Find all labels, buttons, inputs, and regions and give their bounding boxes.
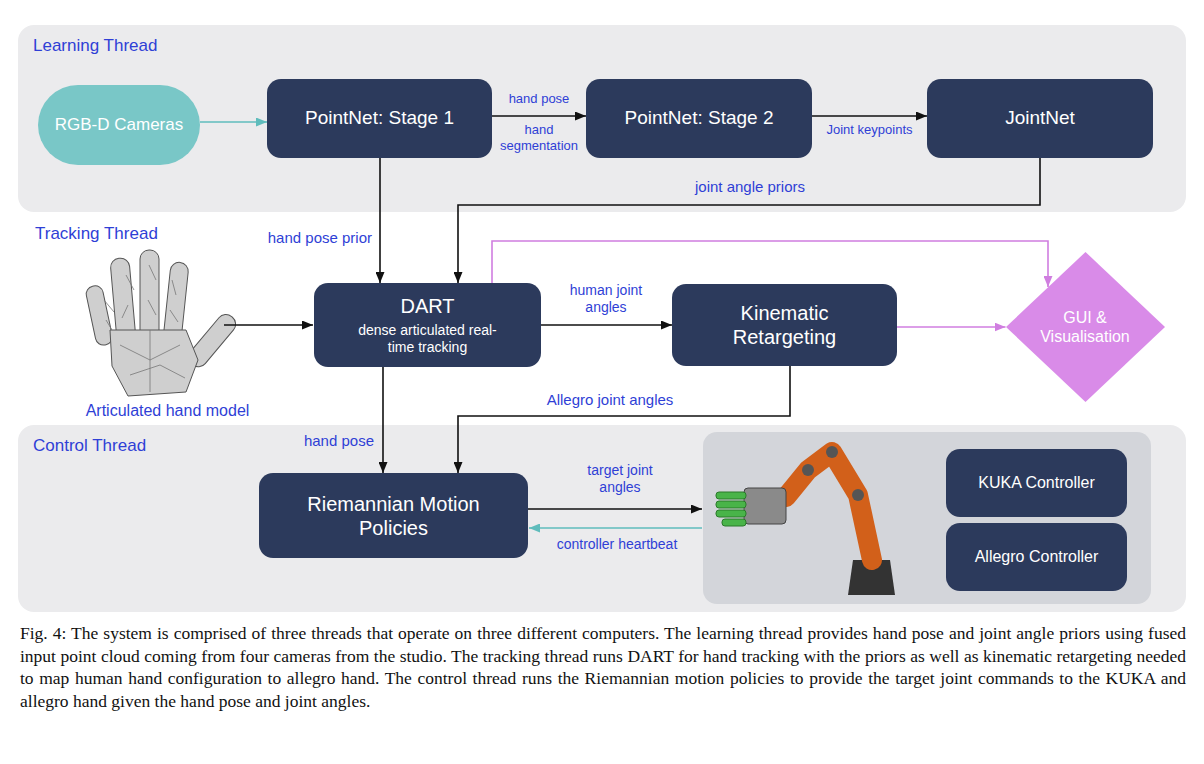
diamond-shape [1006, 252, 1165, 402]
robot-finger [716, 501, 746, 508]
figure-label: Articulated hand model [50, 401, 285, 420]
node-title: KUKA Controller [978, 473, 1095, 492]
process-box: Riemannian Motion Policies [259, 473, 528, 558]
finger-shape [85, 284, 114, 346]
process-box: JointNet [927, 79, 1153, 158]
node-title: RGB-D Cameras [55, 115, 183, 135]
band-fill [18, 25, 1186, 212]
connector-arrow [897, 326, 1006, 328]
robot-finger [722, 519, 746, 526]
sensor-pill: RGB-D Cameras [38, 85, 200, 165]
connector-arrow [492, 241, 1048, 287]
robot-arm [786, 452, 872, 560]
robot-joint [852, 489, 864, 501]
edge-label: target joint angles [565, 462, 675, 496]
edge-label: human joint angles [561, 282, 651, 316]
edge-label: hand pose prior [200, 229, 372, 247]
controller-box: KUKA Controller [946, 449, 1127, 517]
node-title: Allegro Controller [975, 547, 1099, 566]
process-box: PointNet: Stage 2 [586, 79, 812, 158]
mesh-lines [104, 265, 185, 392]
robot-finger [716, 492, 746, 499]
robot-finger [716, 510, 746, 517]
connector-arrow [458, 366, 790, 473]
edge-label: Allegro joint angles [520, 391, 700, 409]
diamond-outline [1006, 252, 1165, 402]
thread-title: Control Thread [33, 436, 146, 456]
robot-joint [802, 464, 814, 476]
thread-band: Control ThreadRiemannian Motion Policies… [18, 425, 1186, 612]
model-arrow [224, 324, 313, 326]
robot-panel [703, 432, 1151, 604]
thread-band: Learning ThreadRGB-D Cameras PointNet: St… [18, 25, 1186, 212]
node-title: JointNet [1005, 107, 1075, 130]
command-arrow [528, 508, 702, 510]
node-title: Riemannian Motion Policies [294, 492, 494, 540]
connector-arrow [492, 115, 586, 117]
node-title: GUI & Visualisation [1028, 308, 1143, 346]
node-title: PointNet: Stage 1 [305, 107, 454, 130]
edge-label: joint angle priors [640, 178, 860, 196]
node-title: DART [400, 294, 454, 318]
process-box: Kinematic Retargeting [672, 284, 897, 366]
hand-model-illustration [85, 250, 240, 396]
process-box: DART dense articulated real-time tracking [314, 283, 541, 367]
node-title: PointNet: Stage 2 [625, 107, 774, 130]
node-title: Kinematic Retargeting [710, 301, 860, 349]
finger-shape [140, 250, 159, 342]
thread-title: Learning Thread [33, 36, 157, 56]
connector-arrow [379, 158, 381, 283]
process-box: PointNet: Stage 1 [267, 79, 492, 158]
node-subtitle: dense articulated real-time tracking [358, 322, 498, 356]
connector-arrow [382, 367, 384, 473]
figure-caption: Fig. 4: The system is comprised of three… [20, 622, 1186, 712]
robot-hand [744, 488, 786, 524]
output-diamond: GUI & Visualisation [1006, 252, 1165, 402]
heartbeat-arrow [529, 527, 702, 529]
connector-arrow [812, 115, 927, 117]
edge-label: hand pose [262, 432, 374, 450]
robot-joint [826, 446, 838, 458]
edge-label: controller heartbeat [527, 536, 707, 553]
edge-label: hand pose [492, 91, 586, 107]
edge-label: Joint keypoints [812, 122, 927, 138]
robot-illustration [716, 446, 895, 595]
connector-arrow [541, 324, 672, 326]
edge-label: hand segmentation [494, 122, 584, 153]
thread-title: Tracking Thread [35, 224, 235, 244]
palm-shape [110, 330, 198, 396]
band-fill [18, 425, 1186, 612]
connector-arrow [458, 158, 1040, 283]
controller-box: Allegro Controller [946, 523, 1127, 591]
connector-arrow [200, 121, 267, 123]
